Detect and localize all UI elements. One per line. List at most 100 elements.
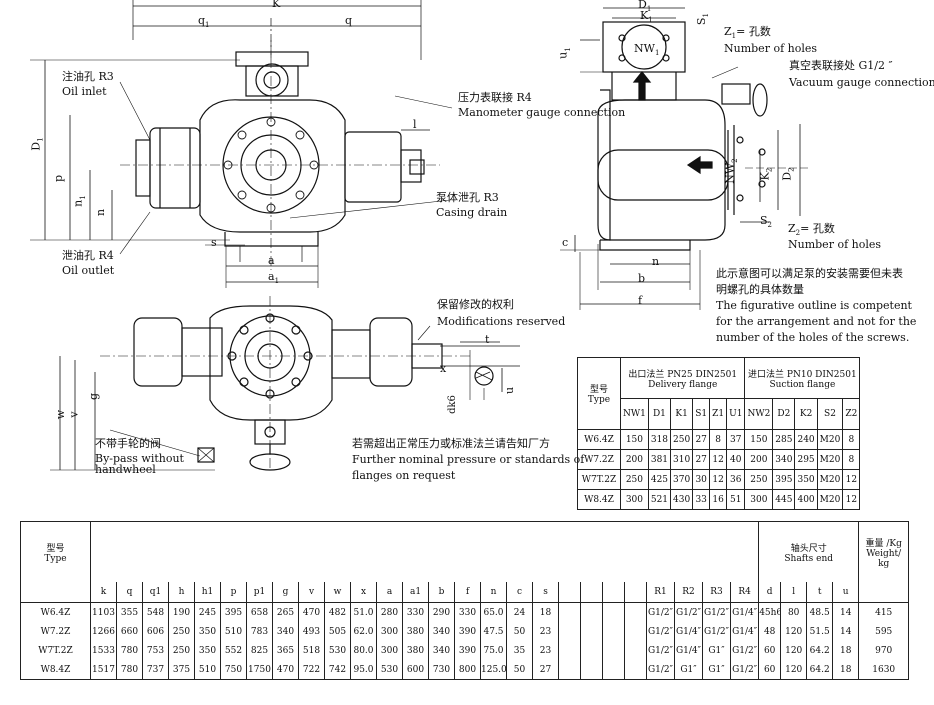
dimension-cell: G1/2″: [646, 622, 675, 641]
main-col-header: w: [324, 582, 351, 603]
dimension-cell: 47.5: [480, 622, 507, 641]
flange-column-row: NW1 D1 K1 S1 Z1 U1 NW2 D2 K2 S2 Z2: [578, 398, 861, 430]
main-col-header: c: [506, 582, 533, 603]
flange-cell: 445: [772, 489, 796, 510]
dimension-cell: 1103: [90, 602, 117, 622]
flange-col-header: S2: [816, 398, 844, 430]
z1-letter: Z: [724, 25, 732, 38]
delivery-cn: 出口法兰 PN25 DIN2501: [628, 369, 738, 380]
dim-d1-letter: D: [29, 141, 43, 151]
flange-col-header: S1: [692, 398, 711, 430]
flange-type-cn: 型号: [589, 385, 608, 395]
manometer-cn: 压力表联接 R4: [458, 91, 532, 104]
shafts-en: Shafts end: [784, 553, 834, 564]
dim-k-label: K: [272, 0, 281, 10]
main-col-header: d: [758, 582, 782, 603]
flange-row-type: W6.4Z: [577, 429, 621, 450]
bypass-cn: 不带手轮的阀: [95, 437, 161, 450]
main-blank-header: [89, 521, 759, 582]
flange-cell: 200: [744, 449, 774, 470]
dimension-cell: 390: [454, 641, 481, 660]
weight-en1: Weight/: [866, 548, 902, 559]
bypass-en1: By-pass without: [95, 452, 184, 465]
manometer-en: Manometer gauge connection: [458, 106, 626, 119]
z1-sub: 1: [731, 32, 737, 41]
dimension-cell: 505: [324, 622, 351, 641]
dimension-cell: G1″: [674, 660, 703, 680]
flange-cell: 33: [692, 489, 711, 510]
dim-rd1-letter: D: [638, 0, 647, 11]
dim-t-label: t: [485, 333, 490, 346]
dimension-cell: 23: [532, 641, 559, 660]
dim-s2-sub: 2: [767, 221, 773, 230]
main-type-cn: 型号: [46, 543, 65, 554]
dimension-cell: 380: [402, 641, 429, 660]
flange-cell: 200: [620, 449, 649, 470]
dimension-cell: 340: [428, 641, 455, 660]
flange-cell: 400: [794, 489, 818, 510]
dim-a1-label: a1: [268, 270, 279, 288]
main-col-header: s: [532, 582, 559, 603]
delivery-en: Delivery flange: [648, 379, 718, 390]
dimension-cell: 290: [428, 602, 455, 622]
dimension-cell: 62.0: [350, 622, 377, 641]
dim-s-label: s: [211, 236, 217, 249]
flange-cell: 8: [842, 449, 861, 470]
dimension-cell: 250: [168, 641, 195, 660]
flange-cell: 381: [647, 449, 672, 470]
dimension-cell: 14: [832, 622, 860, 641]
dim-s1-sub: 1: [702, 13, 711, 18]
dimension-cell: [558, 660, 581, 680]
modifications-cn: 保留修改的权利: [437, 298, 514, 311]
oil-inlet-en: Oil inlet: [62, 85, 107, 98]
flange-cell: 8: [709, 429, 728, 450]
dimension-cell: 365: [272, 641, 299, 660]
flange-cell: M20: [816, 449, 844, 470]
outline-note: 此示意图可以满足泵的安装需要但未表 明螺孔的具体数量 The figurativ…: [716, 266, 916, 346]
dimension-row-type: W7T.2Z: [20, 641, 91, 660]
modifications-en: Modifications reserved: [437, 315, 566, 328]
oil-outlet-cn: 泄油孔 R4: [62, 249, 114, 262]
outline-note-cn2: 明螺孔的具体数量: [716, 283, 804, 296]
flange-cell: 12: [709, 449, 728, 470]
main-col-header: [580, 582, 603, 603]
flange-cell: M20: [816, 469, 844, 490]
main-col-header: p1: [246, 582, 273, 603]
dimension-cell: 600: [402, 660, 429, 680]
plan-view-pump: [50, 296, 520, 471]
dimension-cell: 780: [116, 660, 143, 680]
dimension-cell: 75.0: [480, 641, 507, 660]
dim-rn-label: n: [652, 255, 660, 268]
z1-en: Number of holes: [724, 42, 818, 55]
z1-cn: Z1= 孔数: [724, 25, 771, 43]
dimension-cell: 660: [116, 622, 143, 641]
main-type-en: Type: [44, 553, 67, 564]
dim-n1-letter: n: [71, 199, 85, 207]
dimension-cell: 742: [324, 660, 351, 680]
flange-col-header: Z2: [842, 398, 861, 430]
dimension-cell: 493: [298, 622, 325, 641]
main-col-header: f: [454, 582, 481, 603]
dimension-cell: 1533: [90, 641, 117, 660]
dimension-cell: 1750: [246, 660, 273, 680]
flange-cell: M20: [816, 489, 844, 510]
dimension-cell: 60: [758, 660, 782, 680]
dim-w-label: w: [54, 409, 68, 420]
dim-d2-label: D2: [781, 167, 799, 180]
dimension-cell: G1/4″: [674, 641, 703, 660]
flange-col-header: K1: [670, 398, 694, 430]
dimension-cell: G1/2″: [729, 660, 760, 680]
flange-cell: 12: [842, 469, 861, 490]
flange-cell: 430: [670, 489, 694, 510]
vacuum-en: Vacuum gauge connection: [789, 76, 934, 89]
flange-cell: 27: [692, 449, 711, 470]
flange-col-header: D1: [647, 398, 672, 430]
dimension-cell: 18: [532, 602, 559, 622]
dim-n-label: n: [94, 208, 108, 217]
